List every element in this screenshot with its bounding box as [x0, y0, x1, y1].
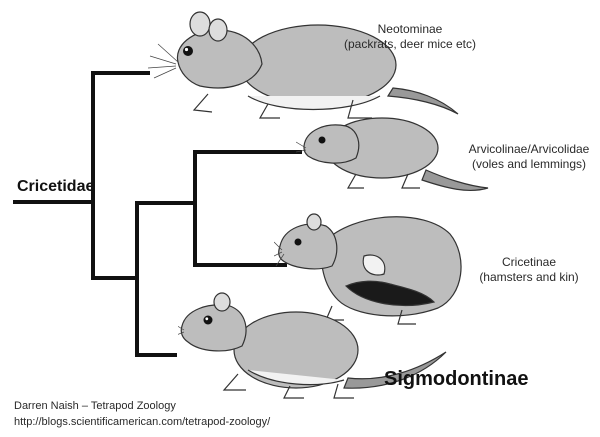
clade-note-neotominae: (packrats, deer mice etc): [343, 37, 477, 51]
credit-url: http://blogs.scientificamerican.com/tetr…: [14, 416, 271, 428]
cotton-rat-illustration: [178, 292, 447, 399]
clade-label-cricetinae: Cricetinae (hamsters and kin): [474, 255, 584, 285]
clade-label-neotominae: Neotominae (packrats, deer mice etc): [330, 22, 490, 52]
clade-name-arvicolinae: Arvicolinae/Arvicolidae: [468, 142, 590, 156]
clade-note-arvicolinae: (voles and lemmings): [471, 157, 587, 171]
clade-label-arvicolinae: Arvicolinae/Arvicolidae (voles and lemmi…: [454, 142, 600, 172]
root-label-cricetidae: Cricetidae: [17, 178, 95, 195]
clade-note-cricetinae: (hamsters and kin): [479, 270, 579, 284]
clade-name-neotominae: Neotominae: [377, 22, 443, 36]
hamster-illustration: [274, 213, 462, 325]
clade-name-cricetinae: Cricetinae: [501, 255, 557, 269]
deer-mouse-illustration: [148, 11, 459, 119]
clade-label-sigmodontinae: Sigmodontinae: [384, 368, 529, 390]
vole-illustration: [296, 117, 489, 191]
credit-author: Darren Naish – Tetrapod Zoology: [14, 400, 176, 412]
